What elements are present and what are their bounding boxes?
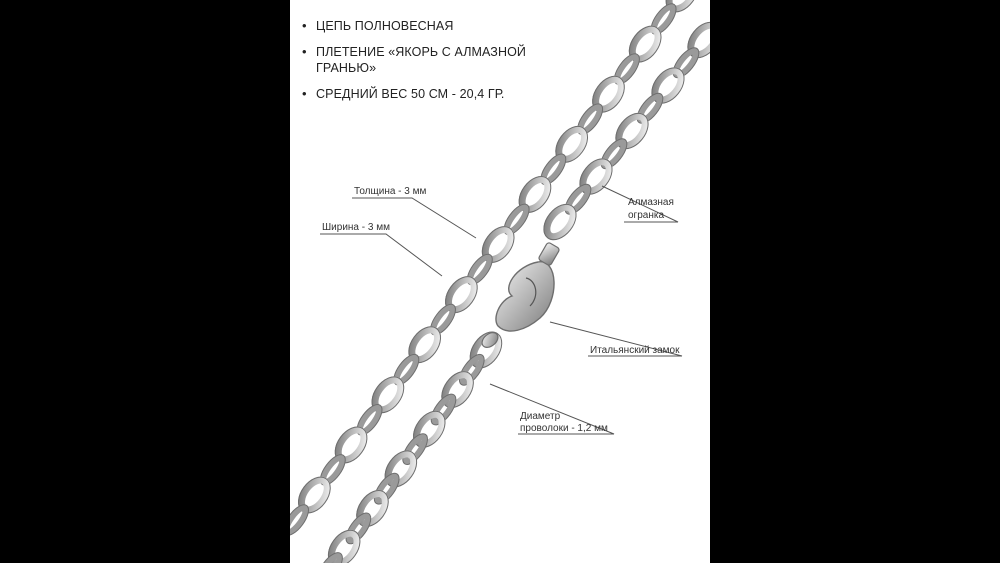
clasp-label: Итальянский замок — [590, 345, 680, 356]
callout-lines — [320, 185, 683, 435]
chain-link-outline — [579, 158, 613, 195]
chain-link-outline — [665, 0, 699, 13]
chain-illustration — [290, 0, 710, 563]
chain-link-outline — [543, 203, 577, 241]
chain-link-outline — [290, 504, 309, 536]
chain-link-outline — [564, 183, 592, 215]
chain-link-outline — [518, 176, 552, 213]
chain-link-outline — [373, 472, 400, 505]
chain-link-outline — [317, 552, 343, 563]
chain-link-outline — [600, 138, 628, 170]
chain-link — [345, 512, 372, 544]
chain-link-outline — [445, 276, 478, 313]
chain-link — [356, 490, 389, 527]
chain-link — [412, 410, 446, 448]
chain-link-outline — [384, 450, 418, 488]
diamond-cut-label-line2: огранка — [628, 210, 665, 221]
feature-item-weight: •СРЕДНИЙ ВЕС 50 СМ - 20,4 ГР. — [302, 86, 505, 101]
chain-link-outline — [555, 125, 589, 163]
chain-link-outline — [469, 331, 503, 369]
chain-link-outline — [327, 529, 361, 563]
chain-link-outline — [628, 25, 662, 63]
chain-link — [384, 450, 418, 488]
wire-label-line2: проволоки - 1,2 мм — [520, 423, 608, 434]
chain-link-outline — [345, 512, 372, 545]
feature-list: •ЦЕПЬ ПОЛНОВЕСНАЯ •ПЛЕТЕНИЕ «ЯКОРЬ С АЛМ… — [302, 18, 562, 112]
chain-link-outline — [393, 353, 420, 386]
chain-link-outline — [458, 353, 485, 386]
wire-label-line1: Диаметр — [520, 411, 561, 422]
width-label: Ширина - 3 мм — [322, 222, 390, 233]
width-leader — [320, 233, 443, 277]
chain-link-outline — [298, 476, 331, 514]
chain-link-outline — [441, 371, 474, 409]
chain-link — [290, 504, 309, 536]
chain-link-outline — [503, 203, 530, 236]
wire-leader — [489, 383, 615, 435]
chain-link — [317, 552, 343, 563]
chain-link-outline — [615, 112, 649, 150]
chain-link — [459, 354, 485, 386]
chain-link-outline — [687, 21, 710, 59]
chain-link — [430, 393, 457, 426]
diamond-cut-leader — [601, 185, 679, 223]
chain-link-outline — [481, 226, 515, 263]
chain-link — [441, 371, 474, 409]
chain-link — [374, 473, 400, 505]
chain-link-outline — [430, 303, 456, 336]
feature-item-weave: •ПЛЕТЕНИЕ «ЯКОРЬ С АЛМАЗНОЙ ГРАНЬЮ» — [302, 44, 526, 75]
chain-link-outline — [540, 153, 567, 186]
chain-link-outline — [466, 253, 493, 286]
chain-link-outline — [672, 47, 700, 79]
chain-link-outline — [371, 376, 405, 414]
chain-link — [402, 433, 428, 465]
chain-link-outline — [651, 67, 685, 104]
diamond-cut-label-line1: Алмазная — [628, 197, 674, 208]
chain-link-outline — [408, 326, 442, 364]
chain-strand-right — [317, 21, 710, 563]
clasp-leader — [549, 321, 683, 357]
chain-link-outline — [319, 454, 346, 486]
chain-link — [327, 529, 361, 563]
feature-item-full-weight: •ЦЕПЬ ПОЛНОВЕСНАЯ — [302, 18, 454, 33]
chain-strand-left — [290, 0, 699, 536]
lobster-clasp — [481, 242, 560, 348]
chain-link-outline — [413, 410, 446, 448]
chain-link-outline — [430, 393, 457, 426]
chain-link-outline — [636, 92, 664, 124]
thickness-label: Толщина - 3 мм — [354, 186, 427, 197]
chain-link — [543, 203, 577, 241]
chain-link-outline — [613, 53, 640, 85]
chain-link-outline — [592, 75, 625, 113]
product-infographic: •ЦЕПЬ ПОЛНОВЕСНАЯ •ПЛЕТЕНИЕ «ЯКОРЬ С АЛМ… — [290, 0, 710, 563]
chain-link-outline — [577, 103, 604, 135]
chain-link-outline — [650, 3, 677, 35]
chain-link-outline — [356, 490, 389, 527]
chain-link-outline — [356, 404, 383, 436]
thickness-leader — [352, 197, 477, 239]
chain-link-outline — [402, 433, 428, 465]
chain-link-outline — [334, 426, 368, 464]
